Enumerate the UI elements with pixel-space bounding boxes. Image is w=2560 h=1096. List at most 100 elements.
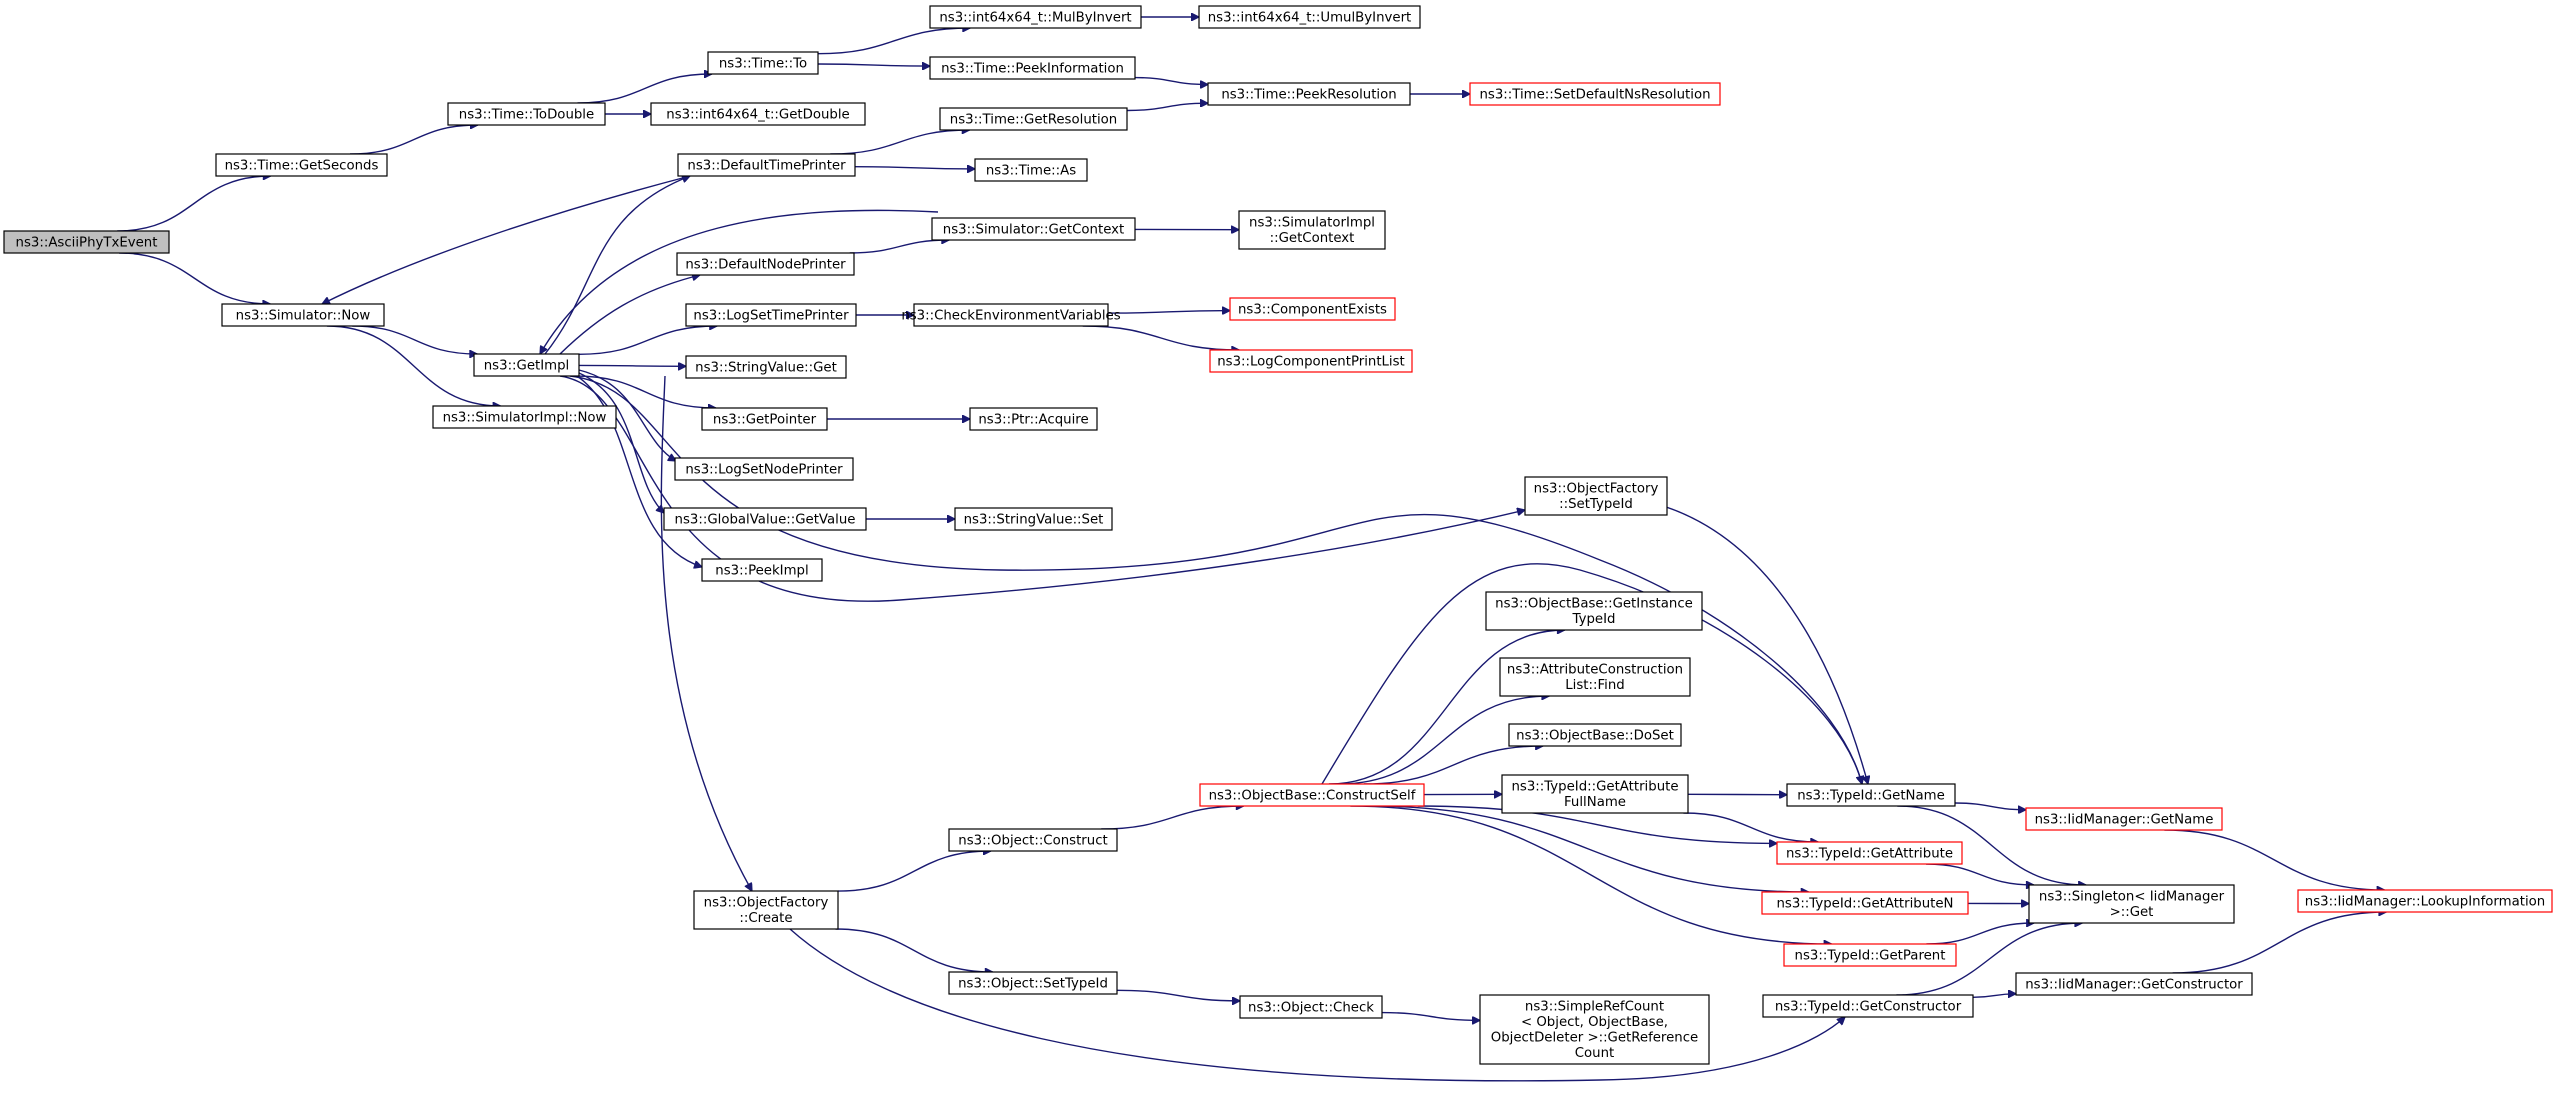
edge-ascii-to-getseconds	[117, 176, 271, 232]
node-box	[913, 303, 1109, 327]
node-label: ns3::Object::Check	[1248, 1000, 1374, 1015]
node-ptracquire[interactable]: ns3::Ptr::Acquire	[969, 407, 1098, 431]
node-typeidgetattrn[interactable]: ns3::TypeId::GetAttributeN	[1761, 891, 1969, 915]
node-box	[685, 355, 847, 379]
edge-defnodeprinter-to-simgetctx	[849, 240, 950, 254]
node-objsettypeid[interactable]: ns3::Object::SetTypeId	[948, 971, 1118, 995]
edge-constructself-to-typeidgetparent	[1350, 805, 1831, 944]
node-simgetctx[interactable]: ns3::Simulator::GetContext	[931, 217, 1136, 241]
edge-timeto-to-mulbyinvert	[817, 28, 970, 55]
node-timeas[interactable]: ns3::Time::As	[974, 158, 1088, 182]
node-compexists[interactable]: ns3::ComponentExists	[1229, 297, 1396, 321]
node-iidmgrgetctor[interactable]: ns3::IidManager::GetConstructor	[2015, 972, 2253, 996]
node-objcheck[interactable]: ns3::Object::Check	[1239, 995, 1383, 1019]
node-label: ns3::int64x64_t::UmulByInvert	[1208, 10, 1412, 25]
node-label: ObjectDeleter >::GetReference	[1491, 1031, 1698, 1046]
node-box	[685, 303, 857, 327]
edge-getimpl-to-getpointer	[574, 375, 716, 408]
node-iidmgrgetname[interactable]: ns3::IidManager::GetName	[2025, 807, 2223, 831]
node-iidmgrlookup[interactable]: ns3::IidManager::LookupInformation	[2297, 889, 2553, 913]
node-globalgetvalue[interactable]: ns3::GlobalValue::GetValue	[663, 507, 867, 531]
edge-objfactcreate-to-objsettypeid	[835, 928, 993, 972]
node-label: ::Create	[739, 911, 792, 926]
node-objfactsettypeid[interactable]: ns3::ObjectFactory::SetTypeId	[1524, 476, 1668, 516]
node-checkenv[interactable]: ns3::CheckEnvironmentVariables	[901, 303, 1121, 327]
node-box	[447, 102, 606, 126]
edge-deftimeprinter-to-simnow	[322, 175, 691, 305]
node-label: ns3::LogSetNodePrinter	[685, 462, 843, 477]
node-defnodeprinter[interactable]: ns3::DefaultNodePrinter	[676, 252, 855, 276]
node-label: ns3::ComponentExists	[1238, 302, 1387, 317]
node-label: ns3::Time::As	[986, 163, 1076, 178]
node-typeidgetctor[interactable]: ns3::TypeId::GetConstructor	[1762, 994, 1974, 1018]
edge-typeidgetparent-to-singletonget	[1926, 923, 2034, 945]
node-simimplgetctx[interactable]: ns3::SimulatorImpl::GetContext	[1238, 210, 1386, 250]
node-objfactcreate[interactable]: ns3::ObjectFactory::Create	[693, 890, 839, 930]
node-deftimeprinter[interactable]: ns3::DefaultTimePrinter	[677, 153, 856, 177]
node-mulbyinvert[interactable]: ns3::int64x64_t::MulByInvert	[929, 5, 1142, 29]
node-ascii[interactable]: ns3::AsciiPhyTxEvent	[3, 230, 170, 254]
node-getseconds[interactable]: ns3::Time::GetSeconds	[215, 153, 388, 177]
node-logcompprint[interactable]: ns3::LogComponentPrintList	[1209, 349, 1413, 373]
node-peekinfo[interactable]: ns3::Time::PeekInformation	[929, 56, 1136, 80]
node-objconstruct[interactable]: ns3::Object::Construct	[948, 828, 1118, 852]
edge-typeidgetname-to-singletonget	[1897, 805, 2086, 885]
edge-objfactcreate-to-objconstruct	[837, 851, 991, 892]
node-strvalset[interactable]: ns3::StringValue::Set	[954, 507, 1113, 531]
node-strvalget[interactable]: ns3::StringValue::Get	[685, 355, 847, 379]
node-timeto[interactable]: ns3::Time::To	[707, 51, 819, 75]
node-label: ns3::LogSetTimePrinter	[693, 308, 849, 323]
node-label: ns3::Time::GetSeconds	[225, 158, 379, 173]
node-label: ns3::PeekImpl	[715, 563, 808, 578]
node-umulbyinvert[interactable]: ns3::int64x64_t::UmulByInvert	[1198, 5, 1421, 29]
node-constructself[interactable]: ns3::ObjectBase::ConstructSelf	[1199, 783, 1425, 807]
node-getpointer[interactable]: ns3::GetPointer	[701, 407, 828, 431]
node-simimplnow[interactable]: ns3::SimulatorImpl::Now	[432, 405, 617, 429]
edge-constructself-to-typeidgetattr	[1417, 805, 1777, 843]
node-logsettimeprinter[interactable]: ns3::LogSetTimePrinter	[685, 303, 857, 327]
node-typeidgetname[interactable]: ns3::TypeId::GetName	[1786, 783, 1956, 807]
node-label: ns3::SimulatorImpl::Now	[443, 410, 607, 425]
edge-constructself-to-attrconstrfind	[1338, 696, 1549, 785]
node-singletonget[interactable]: ns3::Singleton< IidManager>::Get	[2028, 884, 2235, 924]
edge-constructself-to-objbasedoset	[1363, 746, 1543, 785]
node-box	[954, 507, 1113, 531]
node-label: ns3::GlobalValue::GetValue	[675, 512, 856, 527]
node-logsetnodeprinter[interactable]: ns3::LogSetNodePrinter	[674, 457, 854, 481]
node-label: ns3::TypeId::GetConstructor	[1775, 999, 1962, 1014]
edge-timeto-to-peekinfo	[817, 64, 930, 66]
node-box	[1786, 783, 1956, 807]
edge-checkenv-to-compexists	[1107, 311, 1230, 314]
node-setdefres[interactable]: ns3::Time::SetDefaultNsResolution	[1469, 82, 1721, 106]
node-objbasedoset[interactable]: ns3::ObjectBase::DoSet	[1508, 723, 1682, 747]
node-box	[663, 507, 867, 531]
node-getres[interactable]: ns3::Time::GetResolution	[939, 107, 1128, 131]
node-peekres[interactable]: ns3::Time::PeekResolution	[1207, 82, 1411, 106]
node-box	[707, 51, 819, 75]
node-label: ns3::DefaultNodePrinter	[685, 257, 846, 272]
edge-objsettypeid-to-objcheck	[1116, 989, 1240, 1001]
node-label: ns3::Object::Construct	[958, 833, 1107, 848]
node-label: ns3::LogComponentPrintList	[1217, 354, 1405, 369]
node-label: ns3::TypeId::GetParent	[1795, 948, 1946, 963]
node-typeidgetparent[interactable]: ns3::TypeId::GetParent	[1783, 943, 1957, 967]
node-box	[215, 153, 388, 177]
node-getdouble[interactable]: ns3::int64x64_t::GetDouble	[650, 102, 866, 126]
node-box	[221, 303, 385, 327]
node-box	[948, 971, 1118, 995]
edge-simnow-to-getimpl	[352, 325, 477, 354]
node-box	[1485, 591, 1703, 631]
edge-peekinfo-to-peekres	[1134, 76, 1208, 85]
node-todouble[interactable]: ns3::Time::ToDouble	[447, 102, 606, 126]
node-label: ns3::ObjectBase::GetInstance	[1495, 597, 1693, 612]
node-simplerefcount[interactable]: ns3::SimpleRefCount< Object, ObjectBase,…	[1479, 994, 1710, 1065]
node-getimpl[interactable]: ns3::GetImpl	[473, 353, 580, 377]
edge-getimpl-to-deftimeprinter	[544, 176, 690, 355]
node-typeidgetattr[interactable]: ns3::TypeId::GetAttribute	[1776, 841, 1963, 865]
edge-objconstruct-to-constructself	[1101, 806, 1244, 830]
node-simnow[interactable]: ns3::Simulator::Now	[221, 303, 385, 327]
node-peekimpl[interactable]: ns3::PeekImpl	[701, 558, 823, 582]
